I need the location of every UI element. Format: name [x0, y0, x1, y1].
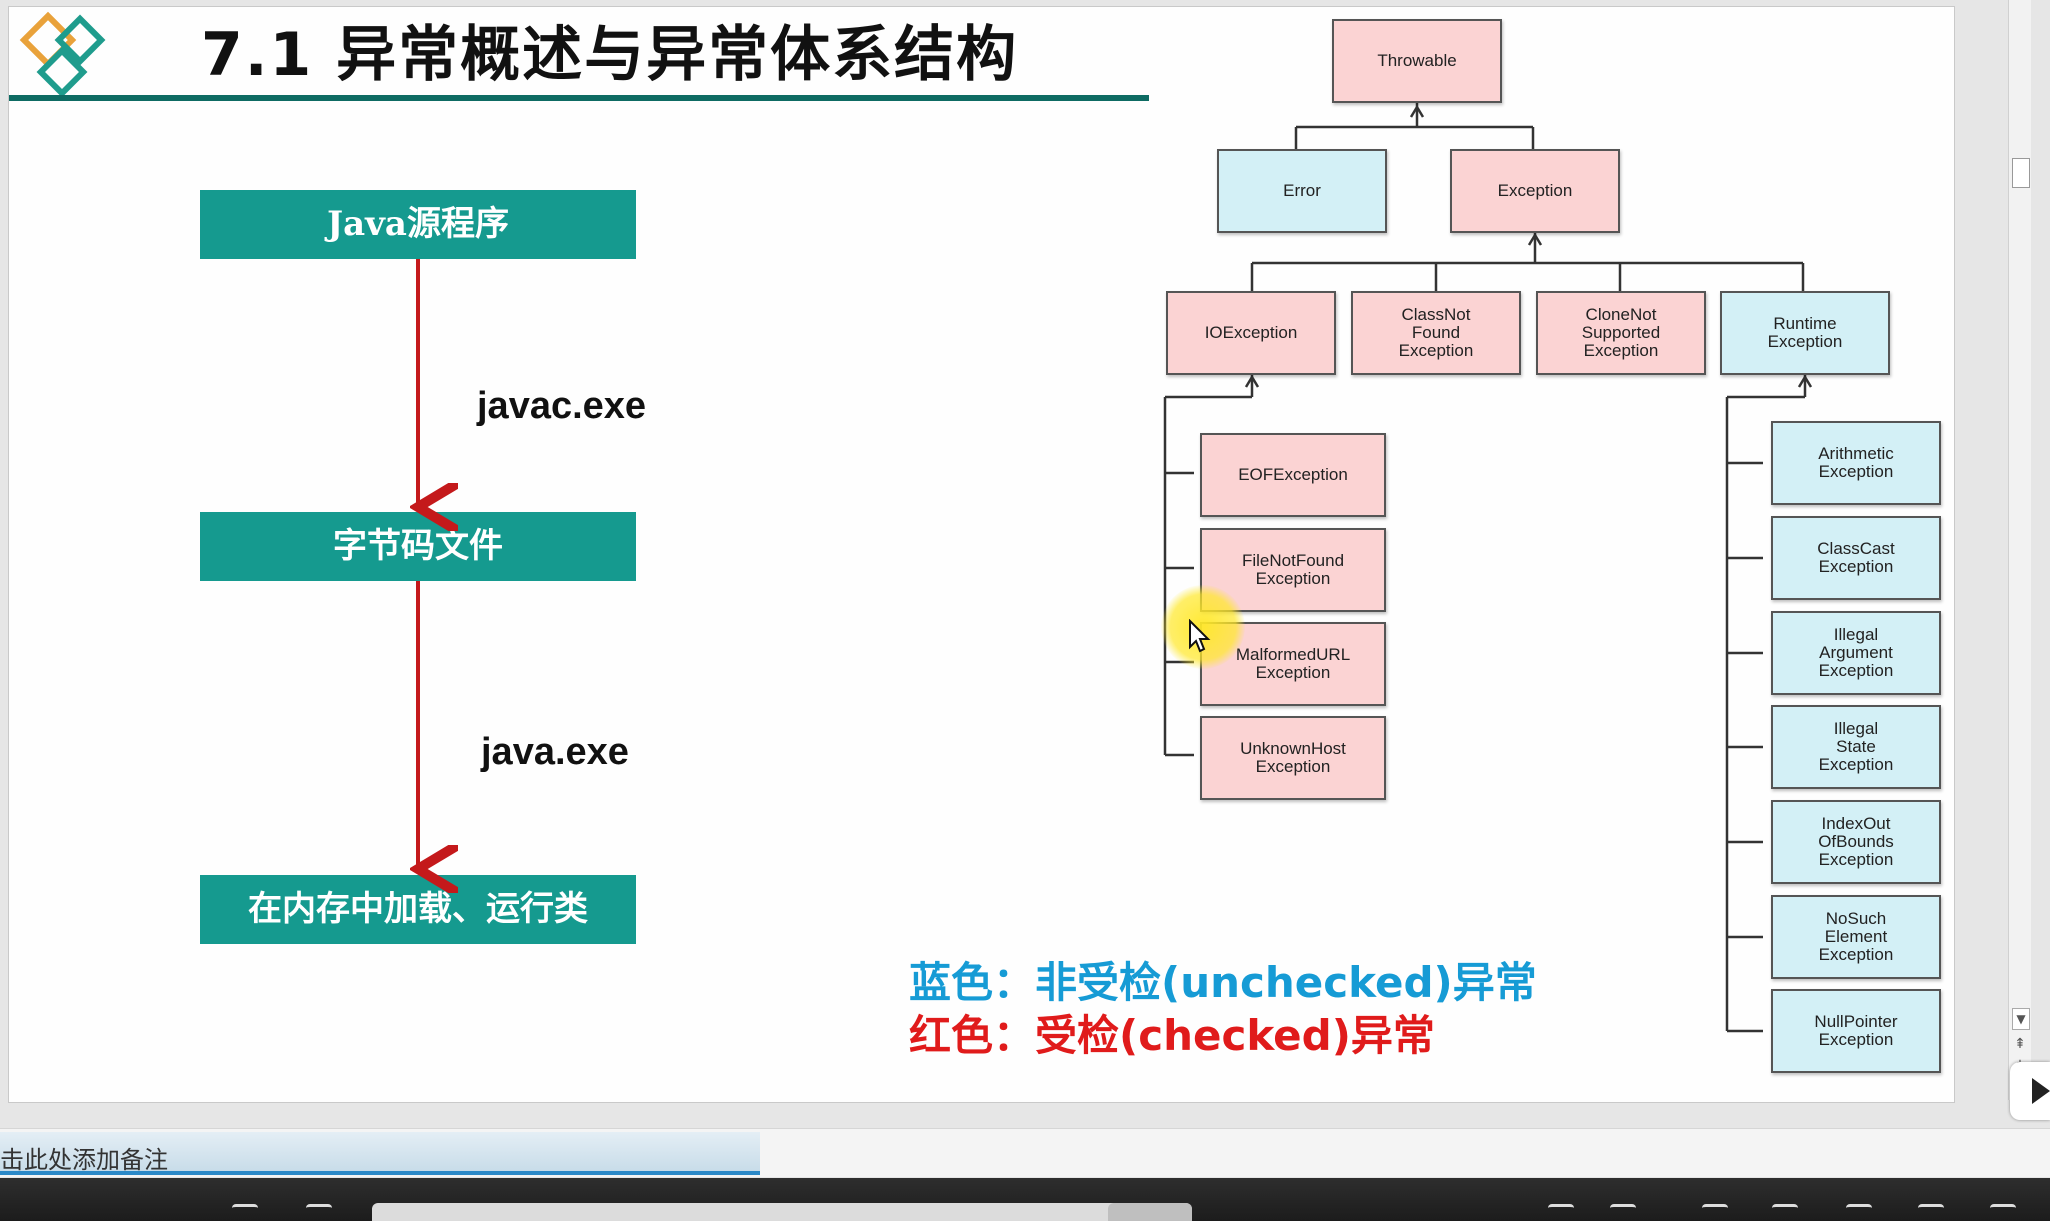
- node-classnotfound: ClassNot Found Exception: [1351, 291, 1521, 375]
- diagram-connectors: [9, 103, 1813, 1033]
- node-error: Error: [1217, 149, 1387, 233]
- fullscreen-icon[interactable]: [1990, 1204, 2016, 1221]
- scrollbar-thumb[interactable]: [2012, 158, 2030, 188]
- node-ioexception: IOException: [1166, 291, 1336, 375]
- legend-checked: 红色：受检(checked)异常: [909, 1011, 1435, 1060]
- node-runtimeexception: Runtime Exception: [1720, 291, 1890, 375]
- node-unknownhost: UnknownHost Exception: [1200, 716, 1386, 800]
- notes-progress-line: [0, 1171, 760, 1175]
- node-illegalargument: Illegal Argument Exception: [1771, 611, 1941, 695]
- title-underline: [9, 95, 1149, 101]
- notes-placeholder[interactable]: 击此处添加备注: [0, 1146, 168, 1174]
- player-control-icon[interactable]: [232, 1204, 258, 1221]
- player-control-icon[interactable]: [1610, 1204, 1636, 1221]
- notes-highlight-bar: [0, 1132, 760, 1174]
- node-exception: Exception: [1450, 149, 1620, 233]
- settings-icon[interactable]: [1772, 1204, 1798, 1221]
- node-throwable: Throwable: [1332, 19, 1502, 103]
- pip-icon[interactable]: [1846, 1204, 1872, 1221]
- widescreen-icon[interactable]: [1918, 1204, 1944, 1221]
- play-button[interactable]: [2010, 1062, 2050, 1120]
- node-nosuchelement: NoSuch Element Exception: [1771, 895, 1941, 979]
- vertical-scrollbar[interactable]: ▼ ⇞ ⇟: [2008, 0, 2031, 1100]
- player-control-icon[interactable]: [1548, 1204, 1574, 1221]
- node-classcast: ClassCast Exception: [1771, 516, 1941, 600]
- flow-label-javac: javac.exe: [477, 385, 647, 427]
- node-illegalstate: Illegal State Exception: [1771, 705, 1941, 789]
- player-send-button[interactable]: [1108, 1203, 1192, 1221]
- node-eofexception: EOFException: [1200, 433, 1386, 517]
- flow-box-source: Java源程序: [200, 190, 636, 259]
- node-arithmetic: Arithmetic Exception: [1771, 421, 1941, 505]
- node-clonenotsupported: CloneNot Supported Exception: [1536, 291, 1706, 375]
- player-control-icon[interactable]: [306, 1204, 332, 1221]
- node-nullpointer: NullPointer Exception: [1771, 989, 1941, 1073]
- flow-box-runtime: 在内存中加载、运行类: [200, 875, 636, 944]
- player-input-field[interactable]: [372, 1203, 1192, 1221]
- slide-title: 7.1 异常概述与异常体系结构: [201, 20, 1019, 90]
- play-icon: [2032, 1078, 2050, 1104]
- flow-label-java: java.exe: [481, 731, 629, 773]
- node-indexoutofbounds: IndexOut OfBounds Exception: [1771, 800, 1941, 884]
- slide-canvas: 7.1 异常概述与异常体系结构 Java源程序 字节码文件 在内存中加载、运行类…: [8, 6, 1955, 1103]
- cursor-highlight: [1161, 585, 1245, 669]
- volume-icon[interactable]: [1702, 1204, 1728, 1221]
- video-player-bar: [0, 1178, 2050, 1221]
- diamond-logo-icon: [19, 11, 106, 98]
- scroll-down-button[interactable]: ▼: [2012, 1008, 2030, 1030]
- move-cursor-icon: [1189, 619, 1211, 653]
- previous-slide-icon[interactable]: ⇞: [2014, 1036, 2026, 1052]
- legend-unchecked: 蓝色：非受检(unchecked)异常: [909, 958, 1537, 1007]
